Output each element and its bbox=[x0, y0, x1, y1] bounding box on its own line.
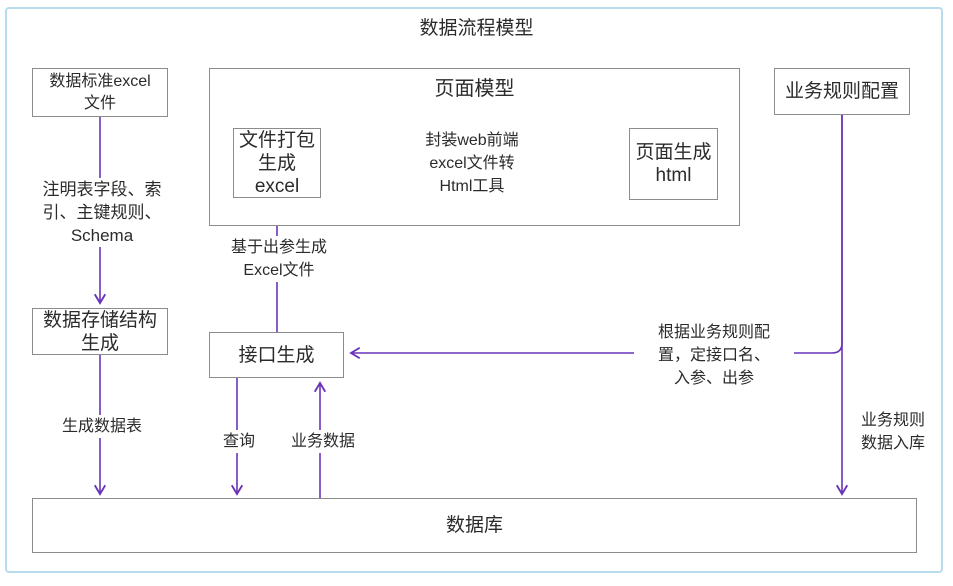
edge-label-rule-into-db: 业务规则 数据入库 bbox=[853, 409, 933, 455]
edge-label-generate-excel: 基于出参生成 Excel文件 bbox=[210, 236, 348, 282]
diagram-title: 数据流程模型 bbox=[419, 18, 534, 39]
diagram-frame bbox=[5, 7, 943, 573]
node-page-generate-html: 页面生成 html bbox=[629, 128, 718, 200]
node-database: 数据库 bbox=[32, 498, 917, 553]
node-file-pack-generate-excel: 文件打包 生成 excel bbox=[233, 128, 321, 198]
edge-label-generate-table: 生成数据表 bbox=[53, 415, 151, 438]
page-model-group-title: 页面模型 bbox=[434, 78, 515, 100]
node-data-storage-structure-gen: 数据存储结构 生成 bbox=[32, 308, 168, 355]
node-api-generate: 接口生成 bbox=[209, 332, 344, 378]
node-business-rule-config: 业务规则配置 bbox=[774, 68, 910, 115]
edge-label-rule-note: 根据业务规则配 置，定接口名、 入参、出参 bbox=[634, 321, 794, 390]
edge-bizrule-to-apigen-arrow bbox=[349, 115, 843, 360]
edge-label-wrap-tool: 封装web前端 excel文件转 Html工具 bbox=[403, 129, 541, 198]
edge-label-business-data: 业务数据 bbox=[284, 430, 362, 453]
edge-label-query: 查询 bbox=[209, 430, 269, 453]
edge-label-note-fields: 注明表字段、索 引、主键规则、 Schema bbox=[28, 178, 176, 247]
node-data-standard-excel-file: 数据标准excel 文件 bbox=[32, 68, 168, 117]
